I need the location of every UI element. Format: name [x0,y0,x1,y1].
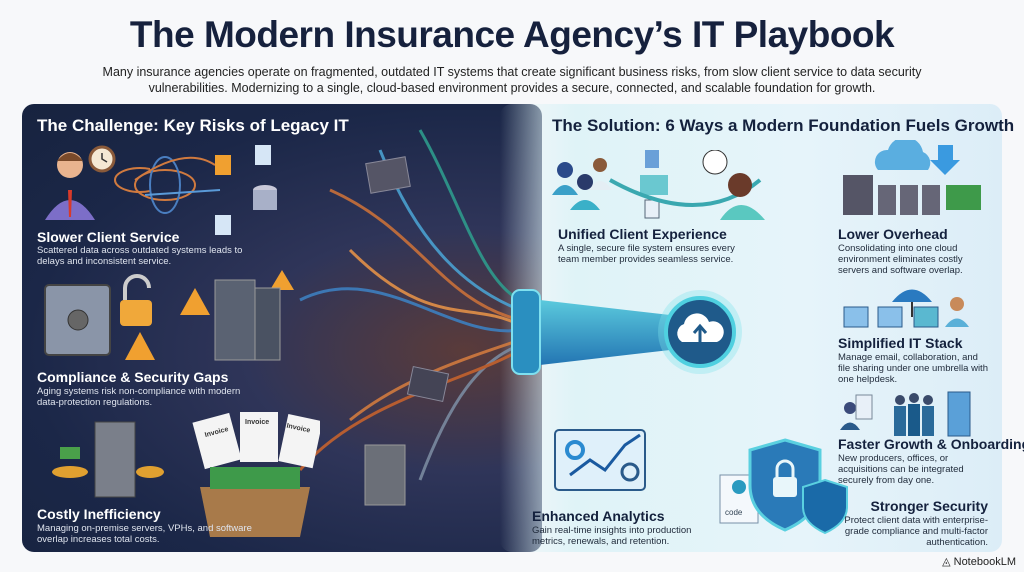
umbrella-email-helpdesk-icon [843,289,969,328]
challenge-item-title: Slower Client Service [37,229,180,245]
page-subtitle: Many insurance agencies operate on fragm… [102,65,922,95]
challenge-item-title: Costly Inefficiency [37,506,161,522]
team-files-happy-client-icon [552,150,765,220]
broken-safe-unlocked-padlock-icon [44,270,294,361]
frustrated-person-clock-icon [45,145,150,220]
brand-name: NotebookLM [953,556,1016,568]
challenge-item-title: Compliance & Security Gaps [37,369,229,385]
solution-item-text: Gain real-time insights into production … [532,525,692,547]
servers-cloud-savings-icon [843,140,981,215]
challenge-title: The Challenge: Key Risks of Legacy IT [37,116,349,135]
challenge-item-text: Managing on-premise servers, VPHs, and s… [37,523,252,545]
solution-item-title: Simplified IT Stack [838,335,963,351]
notebooklm-logo-icon: ◬ [942,556,954,568]
brand-watermark: ◬ NotebookLM [942,555,1016,568]
solution-item-text: A single, secure file system ensures eve… [558,243,735,265]
solution-item-title: Stronger Security [870,498,988,514]
solution-item-text: Protect client data with enterprise-grad… [844,515,988,548]
challenge-item-text: Scattered data across outdated systems l… [37,245,243,267]
solution-title: The Solution: 6 Ways a Modern Foundation… [552,116,1015,135]
solution-item-text: Consolidating into one cloud environment… [838,243,963,276]
solution-item-text: Manage email, collaboration, and file sh… [838,352,988,385]
solution-item-title: Unified Client Experience [558,226,727,242]
analytics-dashboard-icon [554,429,646,491]
solution-item-title: Enhanced Analytics [532,508,665,524]
code-label: code [725,508,743,517]
solution-item-title: Lower Overhead [838,226,948,242]
solution-item-text: New producers, offices, or acquisitions … [838,453,964,486]
server-money-invoices-icon: Invoice Invoice Invoice [52,412,320,537]
security-shield-lock-icon: code [719,438,848,535]
tangled-arrows-documents-icon [134,145,277,235]
onboarding-team-office-icon [840,391,971,437]
challenge-item-text: Aging systems risk non-compliance with m… [37,386,241,408]
solution-item-title: Faster Growth & Onboarding [838,436,1024,452]
invoice-label: Invoice [245,419,269,426]
page-title: The Modern Insurance Agency’s IT Playboo… [129,14,895,55]
invoice-label: Invoice [286,423,311,435]
